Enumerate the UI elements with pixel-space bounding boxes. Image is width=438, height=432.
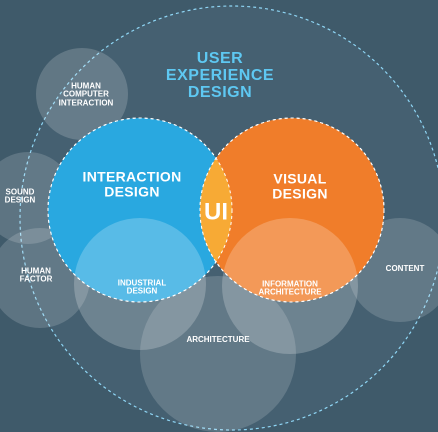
hci-circle xyxy=(36,48,128,140)
interaction-design-label: INTERACTION DESIGN xyxy=(82,168,182,199)
content-label: CONTENT xyxy=(385,263,425,273)
sound-label: SOUND DESIGN xyxy=(4,187,36,205)
ux-label: USER EXPERIENCE DESIGN xyxy=(165,49,275,101)
human-factor-label: HUMAN FACTOR xyxy=(19,266,53,284)
industrial-design-label: INDUSTRIAL DESIGN xyxy=(117,278,167,296)
information-circle xyxy=(222,218,358,354)
architecture-label: ARCHITECTURE xyxy=(186,334,250,344)
ui-label: UI xyxy=(204,198,228,226)
architecture-circle xyxy=(140,276,296,432)
hci-label: HUMAN COMPUTER INTERACTION xyxy=(58,81,114,108)
visual-design-label: VISUAL DESIGN xyxy=(272,170,328,201)
information-architecture-label: INFORMATION ARCHITECTURE xyxy=(258,279,322,297)
industrial-circle xyxy=(74,218,206,350)
